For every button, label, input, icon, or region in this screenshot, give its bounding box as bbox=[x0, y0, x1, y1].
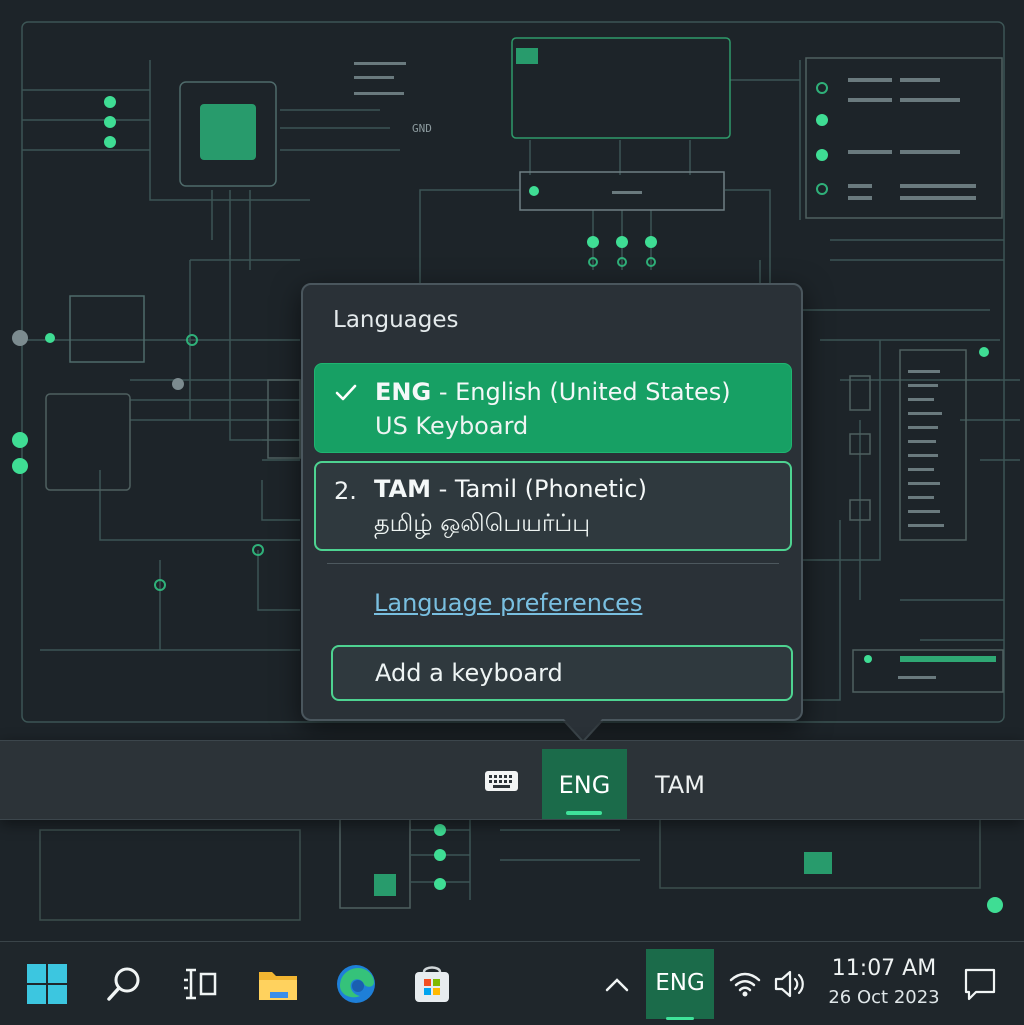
active-indicator bbox=[666, 1017, 694, 1020]
search-icon[interactable] bbox=[102, 962, 146, 1006]
clock[interactable]: 11:07 AM 26 Oct 2023 bbox=[826, 956, 942, 1008]
task-view-icon[interactable] bbox=[178, 962, 222, 1006]
language-name: - Tamil (Phonetic) bbox=[430, 475, 647, 503]
language-name-line: TAM - Tamil (Phonetic) bbox=[374, 475, 647, 503]
chevron-up-icon[interactable] bbox=[602, 962, 632, 1006]
language-code: TAM bbox=[374, 475, 431, 503]
flyout-title: Languages bbox=[333, 307, 459, 333]
volume-icon[interactable] bbox=[772, 962, 810, 1006]
start-icon[interactable] bbox=[25, 962, 69, 1006]
checkmark-icon bbox=[335, 384, 357, 401]
language-code: ENG bbox=[375, 378, 432, 406]
keyboard-layout-name: US Keyboard bbox=[375, 412, 529, 440]
input-indicator-label: ENG bbox=[655, 970, 705, 996]
gnd-label: GND bbox=[412, 122, 432, 135]
flyout-tail bbox=[563, 718, 603, 740]
language-item-tam[interactable]: 2. TAM - Tamil (Phonetic) தமிழ் ஒலிபெயர்… bbox=[314, 461, 792, 551]
language-bar-tam[interactable]: TAM bbox=[655, 771, 705, 799]
language-flyout: Languages ENG - English (United States) … bbox=[301, 283, 803, 721]
active-indicator bbox=[566, 811, 602, 815]
clock-date: 26 Oct 2023 bbox=[828, 987, 940, 1008]
edge-icon[interactable] bbox=[334, 962, 378, 1006]
language-bar-eng[interactable]: ENG bbox=[542, 749, 627, 819]
input-indicator[interactable]: ENG bbox=[646, 949, 714, 1020]
add-keyboard-label: Add a keyboard bbox=[375, 659, 563, 687]
add-keyboard-button[interactable]: Add a keyboard bbox=[331, 645, 793, 701]
divider bbox=[327, 563, 779, 564]
language-name-line: ENG - English (United States) bbox=[375, 378, 731, 406]
keyboard-icon[interactable] bbox=[484, 770, 519, 792]
store-icon[interactable] bbox=[410, 962, 454, 1006]
file-explorer-icon[interactable] bbox=[256, 962, 300, 1006]
notification-icon[interactable] bbox=[960, 962, 1000, 1006]
language-bar: ENG TAM bbox=[0, 740, 1024, 820]
language-preferences-link[interactable]: Language preferences bbox=[374, 589, 643, 617]
language-bar-eng-label: ENG bbox=[558, 771, 611, 799]
language-item-eng[interactable]: ENG - English (United States) US Keyboar… bbox=[314, 363, 792, 453]
language-index: 2. bbox=[334, 477, 357, 505]
keyboard-layout-name: தமிழ் ஒலிபெயர்ப்பு bbox=[374, 509, 591, 537]
wifi-icon[interactable] bbox=[728, 962, 762, 1006]
language-name: - English (United States) bbox=[431, 378, 731, 406]
taskbar: ENG 11:07 AM 26 Oct 2023 bbox=[0, 941, 1024, 1025]
clock-time: 11:07 AM bbox=[831, 956, 937, 981]
